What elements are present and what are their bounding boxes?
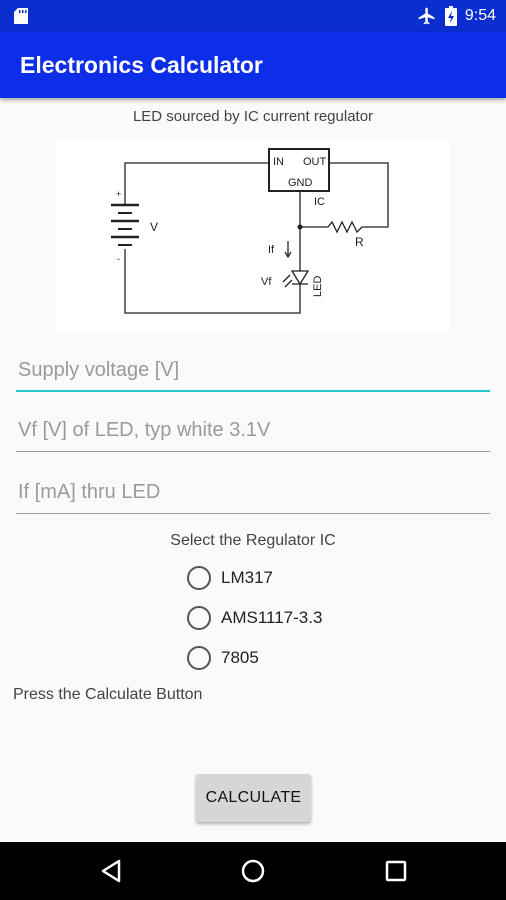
sd-card-icon [14,8,28,24]
supply-voltage-input[interactable] [16,348,490,392]
vf-label: Vf [261,276,272,288]
battery-minus-label: - [117,254,120,264]
if-input[interactable] [16,470,490,514]
regulator-select-label: Select the Regulator IC [170,532,336,549]
diagram-caption: LED sourced by IC current regulator [132,108,374,125]
nav-bar [0,842,506,900]
resistor-label: R [355,235,364,249]
current-label: If [268,244,275,256]
ic-gnd-label: GND [288,177,313,189]
if-underline [16,513,490,514]
radio-lm317[interactable]: LM317 [187,563,273,593]
supply-voltage-underline [16,390,490,392]
radio-circle[interactable] [187,606,211,630]
radio-ams1117[interactable]: AMS1117-3.3 [187,603,322,633]
home-icon[interactable] [238,856,268,886]
radio-label: 7805 [221,648,259,667]
calculate-button[interactable]: CALCULATE [196,774,311,822]
radio-7805[interactable]: 7805 [187,643,259,673]
battery-icon [444,6,457,26]
radio-circle[interactable] [187,646,211,670]
vf-input[interactable] [16,408,490,452]
back-icon[interactable] [97,856,127,886]
status-bar: 9:54 [0,0,506,32]
circuit-diagram: IN OUT GND IC V + - R If Vf LED [56,141,450,331]
app-bar: Electronics Calculator [0,32,506,98]
ic-label: IC [314,196,325,208]
led-label: LED [312,276,324,297]
battery-plus-label: + [116,189,121,199]
status-time: 9:54 [464,7,496,24]
app-title: Electronics Calculator [20,52,263,78]
radio-label: AMS1117-3.3 [221,608,323,627]
radio-circle[interactable] [187,566,211,590]
radio-label: LM317 [221,568,273,587]
airplane-icon [418,7,435,25]
ic-in-label: IN [273,156,284,168]
voltage-label: V [150,220,158,234]
if-field[interactable] [16,470,490,514]
ic-out-label: OUT [303,156,327,168]
calculate-hint: Press the Calculate Button [13,686,203,703]
vf-underline [16,451,490,452]
vf-field[interactable] [16,408,490,452]
recents-icon[interactable] [381,856,411,886]
supply-voltage-field[interactable] [16,348,490,392]
